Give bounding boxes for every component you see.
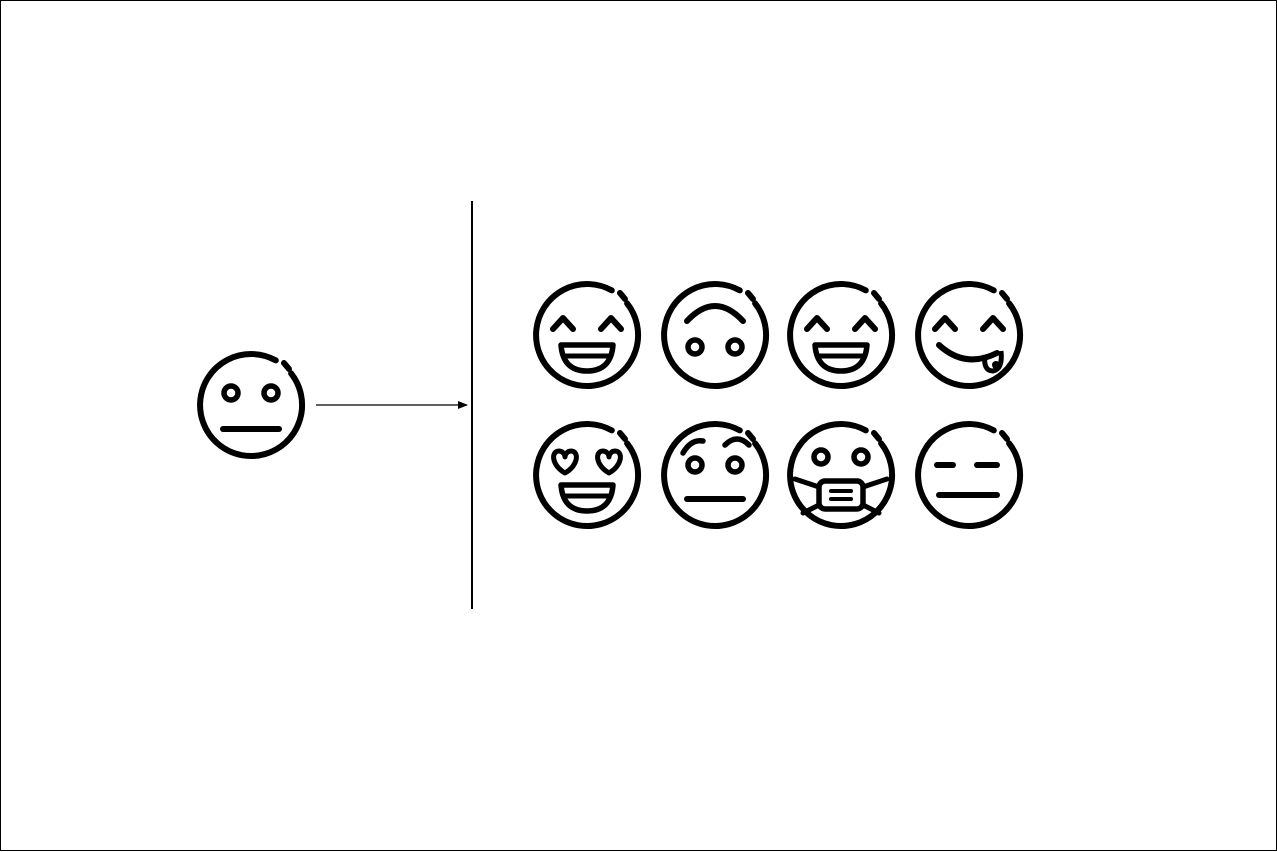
raised-eyebrow-face-icon [664,424,766,526]
heart-eyes-grinning-face-icon [536,424,638,526]
face-with-medical-mask-icon [790,424,892,526]
neutral-face-icon [200,354,302,456]
face-savoring-food-icon [918,284,1020,386]
grinning-squinting-face-icon [536,284,638,386]
upside-down-face-icon [664,284,766,386]
grinning-squinting-face-icon [790,284,892,386]
expressionless-face-icon [918,424,1020,526]
